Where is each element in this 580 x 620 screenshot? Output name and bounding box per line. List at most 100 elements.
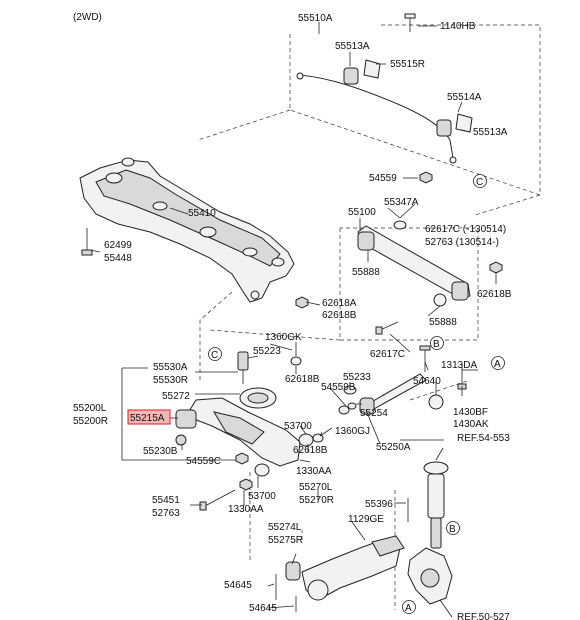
washers-55233-54559b xyxy=(338,385,357,415)
callout-b-2: B xyxy=(449,524,456,535)
part-labels: (2WD) 55510A 1140HB 55513A 55515R 55514A… xyxy=(73,12,512,620)
label-54559b: 54559B xyxy=(321,382,356,393)
lower-arm-55200 xyxy=(185,397,301,467)
stabilizer-bushing-right xyxy=(436,113,473,137)
toe-link-55250a xyxy=(359,373,444,415)
label-1330aa-2: 1330AA xyxy=(228,504,264,515)
label-55396: 55396 xyxy=(365,499,393,510)
label-62617c-2: 62617C xyxy=(370,349,405,360)
variant-label: (2WD) xyxy=(73,12,102,23)
label-55888-1: 55888 xyxy=(352,267,380,278)
label-55515r: 55515R xyxy=(390,59,425,70)
label-53700-1: 53700 xyxy=(284,421,312,432)
bolt-54645 xyxy=(275,574,297,612)
label-55250a: 55250A xyxy=(376,442,411,453)
label-55233: 55233 xyxy=(343,372,371,383)
label-55200r: 55200R xyxy=(73,416,108,427)
nut-1330aa xyxy=(239,478,253,491)
label-54559c: 54559C xyxy=(186,456,221,467)
label-62617c-1: 62617C (-130514) xyxy=(425,224,506,235)
label-1360gj: 1360GJ xyxy=(335,426,370,437)
stabilizer-bar xyxy=(296,72,457,164)
stabilizer-group-frame xyxy=(197,24,541,216)
label-62618a: 62618A xyxy=(322,298,357,309)
nut-54559c xyxy=(235,452,249,465)
bolt-54640 xyxy=(419,345,431,372)
bolt-62617c-lower xyxy=(375,321,399,335)
label-55272: 55272 xyxy=(162,391,190,402)
lower-arm-group-frame xyxy=(199,291,471,401)
label-54559-1: 54559 xyxy=(369,173,397,184)
label-55223: 55223 xyxy=(253,346,281,357)
stabilizer-bushing-left xyxy=(343,59,381,85)
label-62618b-4: 62618B xyxy=(293,445,328,456)
label-55514a: 55514A xyxy=(447,92,482,103)
label-53700-2: 53700 xyxy=(248,491,276,502)
label-55510a: 55510A xyxy=(298,13,333,24)
label-62618b-2: 62618B xyxy=(322,310,357,321)
label-1140hb: 1140HB xyxy=(440,21,476,32)
label-55451: 55451 xyxy=(152,495,180,506)
label-1313da: 1313DA xyxy=(441,360,477,371)
bolt-62617c-upper xyxy=(387,207,401,219)
bolt-55451 xyxy=(199,489,236,511)
nut-54559 xyxy=(419,171,433,184)
label-55513a-2: 55513A xyxy=(473,127,508,138)
label-55448: 55448 xyxy=(104,253,132,264)
bolt-1360gk xyxy=(290,342,302,366)
callout-b-1: B xyxy=(433,339,440,350)
crossmember-55410 xyxy=(79,157,295,303)
label-1330aa-1: 1330AA xyxy=(296,466,332,477)
callout-a-1: A xyxy=(494,359,501,370)
label-55530r: 55530R xyxy=(153,375,188,386)
washer-55347a xyxy=(393,220,407,230)
bushing-55888 xyxy=(433,293,447,307)
bolt-62499 xyxy=(81,228,93,256)
label-62618b-1: 62618B xyxy=(477,289,512,300)
spring-pad-55223 xyxy=(237,351,249,384)
label-62618b-3: 62618B xyxy=(285,374,320,385)
label-55230b: 55230B xyxy=(143,446,178,457)
bushing-55215a xyxy=(175,409,197,429)
label-ref-54-553: REF.54-553 xyxy=(457,433,510,444)
label-54645-2: 54645 xyxy=(249,603,277,614)
upper-arm-group-frame xyxy=(209,227,479,341)
callout-a-2: A xyxy=(405,603,412,614)
label-55274l: 55274L xyxy=(268,522,302,533)
label-55215a: 55215A xyxy=(130,413,165,424)
label-55530a: 55530A xyxy=(153,362,188,373)
label-55200l: 55200L xyxy=(73,403,107,414)
label-55100: 55100 xyxy=(348,207,376,218)
label-55270l: 55270L xyxy=(299,482,333,493)
bolt-55230b xyxy=(175,434,187,446)
label-1360gk: 1360GK xyxy=(265,332,302,343)
label-54640: 54640 xyxy=(413,376,441,387)
label-55275r: 55275R xyxy=(268,535,303,546)
spring-seat-55272 xyxy=(239,387,277,409)
trailing-arm-55270 xyxy=(301,535,405,601)
nut-62618a xyxy=(295,296,309,309)
callout-c-1: C xyxy=(476,177,483,188)
label-55513a-1: 55513A xyxy=(335,41,370,52)
label-1430ak: 1430AK xyxy=(453,419,489,430)
label-52763-1: 52763 (130514-) xyxy=(425,237,499,248)
label-55888-2: 55888 xyxy=(429,317,457,328)
bolt-1140hb xyxy=(404,13,416,32)
label-52763-2: 52763 xyxy=(152,508,180,519)
label-1129ge: 1129GE xyxy=(348,514,384,525)
label-55254: 55254 xyxy=(360,408,388,419)
rear-knuckle xyxy=(407,547,453,605)
bushing-55274l xyxy=(285,561,301,581)
label-ref-50-527: REF.50-527 xyxy=(457,612,510,620)
shock-absorber xyxy=(423,461,449,549)
highlight-55215a xyxy=(127,409,171,425)
label-1430bf: 1430BF xyxy=(453,407,488,418)
label-62499: 62499 xyxy=(104,240,132,251)
upper-arm-55100 xyxy=(357,225,471,301)
callout-c-2: C xyxy=(211,350,218,361)
leader-lines xyxy=(89,22,497,618)
label-55410: 55410 xyxy=(188,208,216,219)
label-55270r: 55270R xyxy=(299,495,334,506)
callout-circles xyxy=(208,174,505,614)
